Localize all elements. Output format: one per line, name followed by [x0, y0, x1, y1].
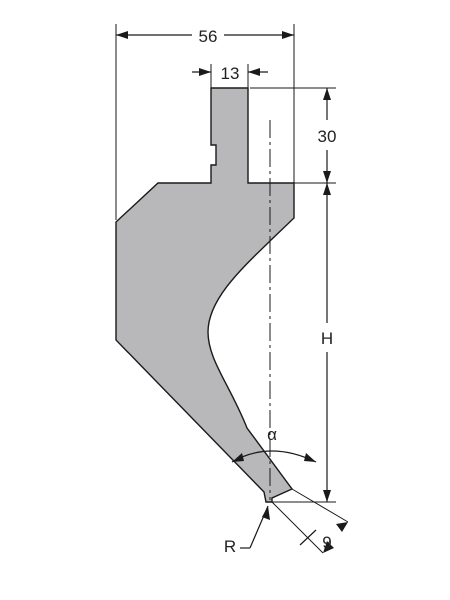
tang-width-label: 13 [221, 64, 240, 83]
tip-radius-dimension: R [224, 505, 270, 556]
tip-width-dimension: 9 [271, 488, 349, 554]
overall-width-label: 56 [199, 27, 218, 46]
tip-angle-dimension: α [231, 425, 317, 463]
tang-width-dimension: 13 [192, 64, 268, 88]
tool-height-label: H [321, 329, 333, 348]
tang-height-label: 30 [318, 127, 337, 146]
tip-radius-label: R [224, 537, 236, 556]
tang-height-dimension: 30 [250, 87, 337, 184]
tip-width-label: 9 [322, 533, 331, 552]
punch-profile [115, 87, 295, 503]
overall-width-dimension: 56 [115, 24, 295, 220]
tip-angle-label: α [267, 425, 277, 444]
tool-height-dimension: H [272, 183, 336, 503]
